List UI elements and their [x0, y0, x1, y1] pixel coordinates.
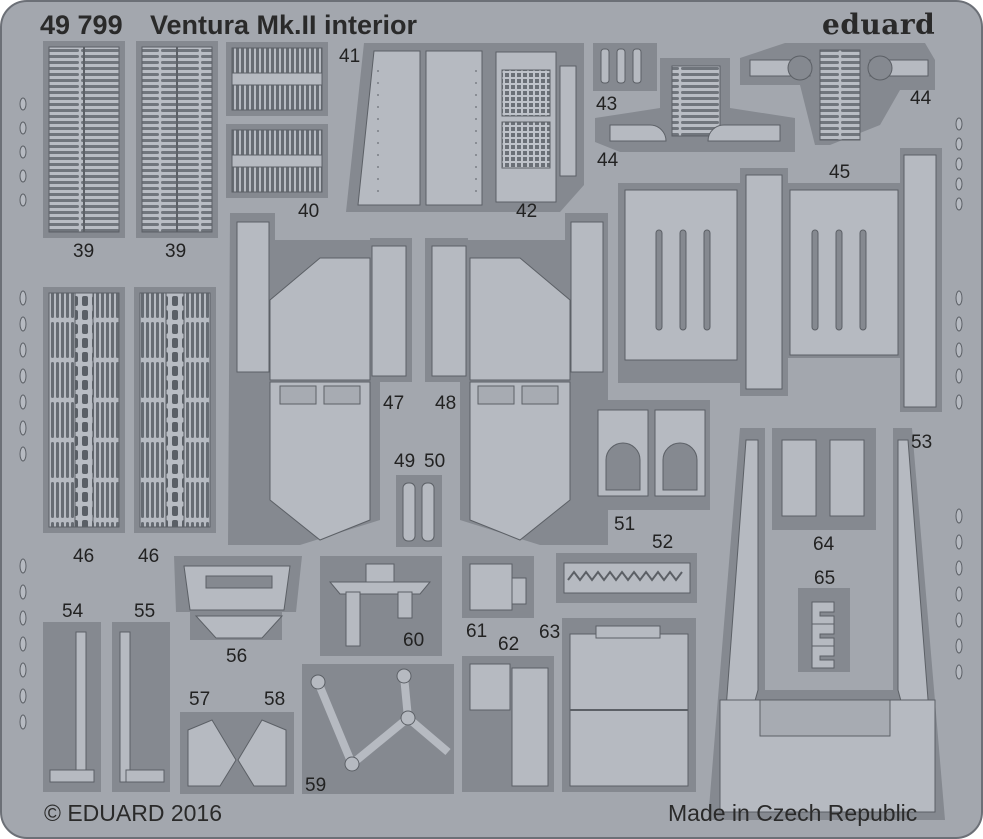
part-56: [174, 556, 302, 640]
part-52: [556, 553, 697, 603]
brand-logo: eduard: [822, 8, 936, 41]
part-number: 42: [516, 201, 538, 222]
part-62: [462, 656, 554, 792]
part-number: 60: [403, 630, 425, 651]
part-number: 61: [466, 621, 488, 642]
part-54: [43, 622, 101, 792]
part-44-middle: [595, 58, 795, 152]
part-43: [593, 43, 657, 91]
part-number: 46: [73, 546, 95, 567]
copyright: © EDUARD 2016: [44, 800, 223, 826]
part-59: [302, 664, 454, 794]
part-63: [562, 618, 696, 792]
part-55: [112, 622, 170, 792]
part-39-left: [43, 41, 125, 238]
part-number: 52: [652, 532, 674, 553]
part-48: [425, 213, 608, 545]
part-51: [590, 400, 710, 510]
part-number: 44: [910, 88, 932, 109]
part-number: 39: [165, 241, 187, 262]
part-number: 46: [138, 546, 160, 567]
part-53: [708, 428, 945, 820]
part-44-top-right: [740, 43, 935, 145]
part-number: 55: [134, 601, 156, 622]
part-45: [618, 148, 942, 412]
part-60: [320, 556, 442, 656]
part-number: 51: [614, 514, 636, 535]
part-number: 56: [226, 646, 248, 667]
part-number: 59: [305, 775, 327, 796]
part-47: [228, 213, 412, 545]
part-46-right: [134, 287, 216, 533]
part-40: [226, 42, 328, 198]
fret-alignment-marks: [19, 97, 963, 730]
part-number: 49: [394, 451, 416, 472]
part-42: [490, 43, 584, 212]
part-number: 43: [596, 94, 618, 115]
part-41: [346, 43, 490, 212]
part-number: 41: [339, 46, 361, 67]
part-39-right: [136, 41, 218, 238]
part-number: 48: [435, 393, 457, 414]
part-number: 50: [424, 451, 446, 472]
part-61: [462, 556, 534, 618]
part-number: 53: [911, 432, 933, 453]
part-number: 45: [829, 162, 851, 183]
part-number: 47: [383, 393, 405, 414]
part-number: 57: [189, 689, 211, 710]
part-number: 39: [73, 241, 95, 262]
part-number: 65: [814, 568, 836, 589]
part-number: 64: [813, 534, 835, 555]
origin-label: Made in Czech Republic: [668, 800, 918, 826]
part-number: 58: [264, 689, 286, 710]
part-number: 63: [539, 622, 561, 643]
part-number: 40: [298, 201, 320, 222]
sheet-title: Ventura Mk.II interior: [150, 10, 418, 40]
part-64: [772, 428, 876, 530]
part-49-50: [396, 475, 442, 547]
part-57-58: [180, 712, 294, 794]
part-65: [798, 588, 850, 672]
part-number: 54: [62, 601, 84, 622]
part-number: 62: [498, 634, 520, 655]
part-46-left: [43, 287, 125, 533]
part-number: 44: [597, 150, 619, 171]
sheet-code: 49 799: [40, 10, 123, 40]
